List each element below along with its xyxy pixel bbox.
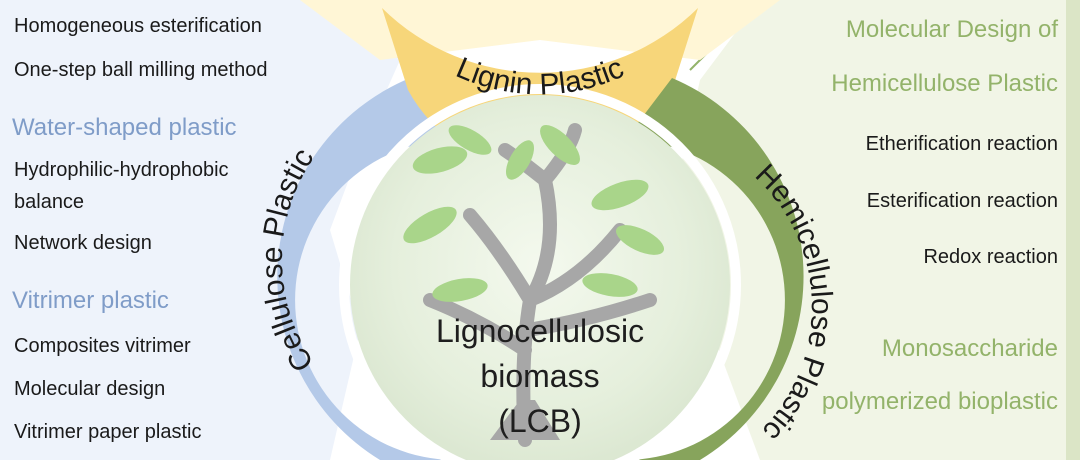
cellulose-item-ball-milling: One-step ball milling method — [14, 59, 268, 81]
hemicellulose-heading-design-line1: Molecular Design of — [845, 16, 1058, 43]
hemicellulose-item-etherification: Etherification reaction — [865, 133, 1058, 155]
cellulose-item-molecular-design: Molecular design — [14, 378, 166, 400]
hemicellulose-heading-monosaccharide-line1: Monosaccharide — [881, 335, 1058, 362]
right-edge-strip — [1066, 0, 1080, 460]
cellulose-heading-water-shaped: Water-shaped plastic — [12, 114, 237, 141]
cellulose-item-hydrophilic-line1: Hydrophilic-hydrophobic — [14, 159, 229, 181]
hemicellulose-item-redox: Redox reaction — [923, 246, 1058, 268]
hemicellulose-heading-design-line2: Hemicellulose Plastic — [831, 70, 1058, 97]
cellulose-heading-vitrimer: Vitrimer plastic — [12, 287, 169, 314]
cellulose-ring-segment — [277, 78, 455, 460]
cellulose-item-homogeneous-esterification: Homogeneous esterification — [14, 15, 262, 37]
cellulose-item-hydrophilic-line2: balance — [14, 191, 85, 213]
hemicellulose-ring-segment — [625, 78, 804, 460]
ring-separator — [339, 84, 741, 460]
hemicellulose-heading-monosaccharide-line2: polymerized bioplastic — [821, 388, 1058, 415]
cellulose-item-network-design: Network design — [14, 232, 152, 254]
cellulose-item-vitrimer-paper: Vitrimer paper plastic — [14, 421, 202, 443]
center-label-line2: biomass — [480, 358, 600, 394]
hemicellulose-item-esterification: Esterification reaction — [866, 190, 1058, 212]
center-label-line3: (LCB) — [498, 403, 582, 439]
center-label-line1: Lignocellulosic — [435, 313, 645, 349]
cellulose-item-composites-vitrimer: Composites vitrimer — [14, 335, 191, 357]
lignin-panel — [300, 0, 780, 60]
tree-icon — [403, 123, 665, 447]
